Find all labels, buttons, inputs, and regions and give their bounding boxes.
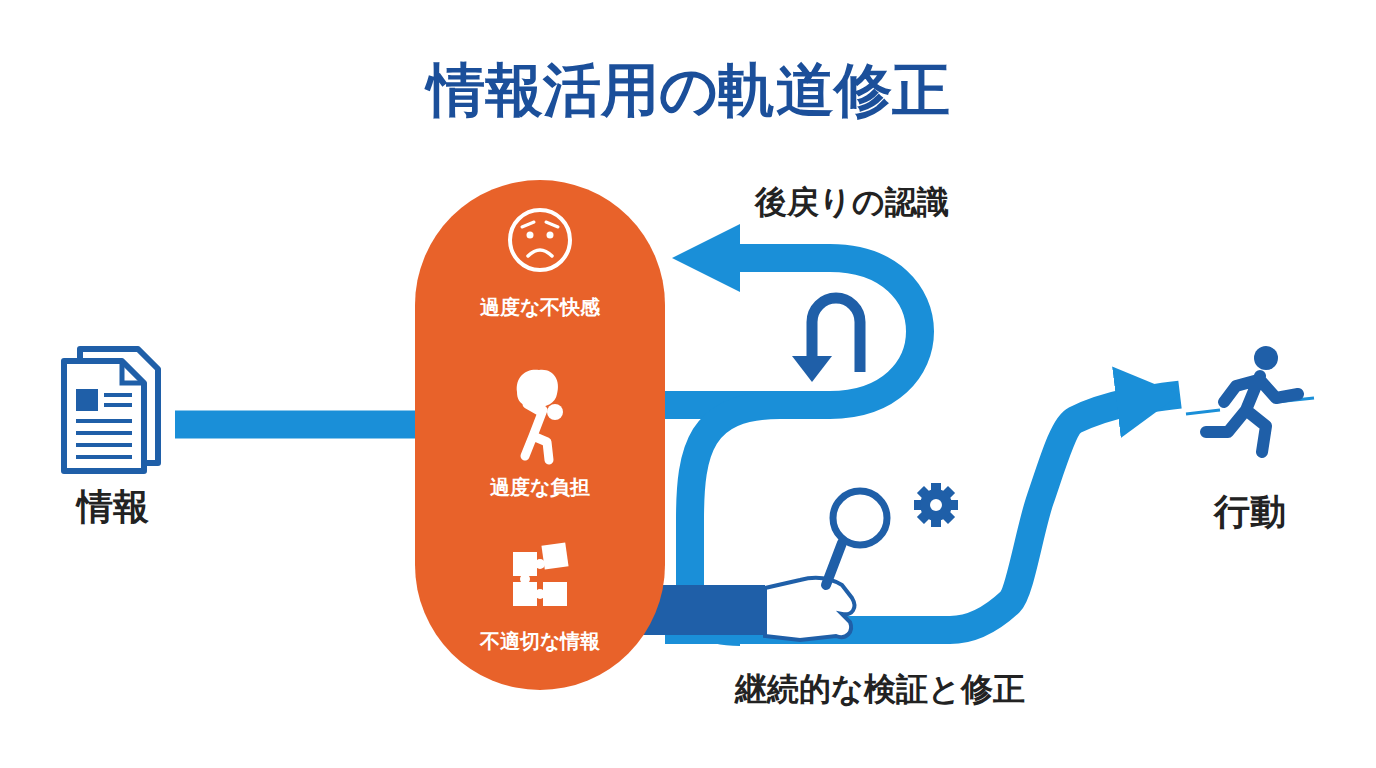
node-label: 過度な負担	[415, 474, 665, 501]
node-label: 情報	[50, 483, 175, 532]
action-node: 行動	[1180, 340, 1320, 535]
band-shape	[415, 180, 665, 690]
magnifier-lens	[833, 491, 887, 545]
band-icon	[415, 180, 665, 690]
flow-connector	[175, 411, 415, 439]
u-turn-symbol	[792, 298, 860, 382]
return-arrowhead	[672, 224, 740, 292]
runner-symbol	[1186, 346, 1314, 452]
hand-shape	[765, 578, 854, 640]
document-node: 情報	[50, 345, 175, 530]
node-label: 過度な不快感	[415, 294, 665, 321]
return-loop-path	[650, 258, 920, 405]
gear-symbol	[914, 483, 958, 527]
magnifier-handle	[826, 543, 842, 585]
node-label: 行動	[1180, 488, 1320, 537]
diagram-title: 情報活用の軌道修正	[0, 52, 1376, 130]
burden-person-symbol	[517, 370, 563, 460]
sad-face-symbol	[510, 210, 570, 270]
annotation-label: 継続的な検証と修正	[735, 668, 1025, 712]
puzzle-symbol	[513, 542, 569, 606]
document-symbol	[64, 349, 158, 471]
annotation-label: 後戻りの認識	[755, 181, 949, 225]
obstacle-band: 過度な不快感過度な負担不適切な情報	[415, 180, 665, 690]
node-label: 不適切な情報	[415, 628, 665, 655]
